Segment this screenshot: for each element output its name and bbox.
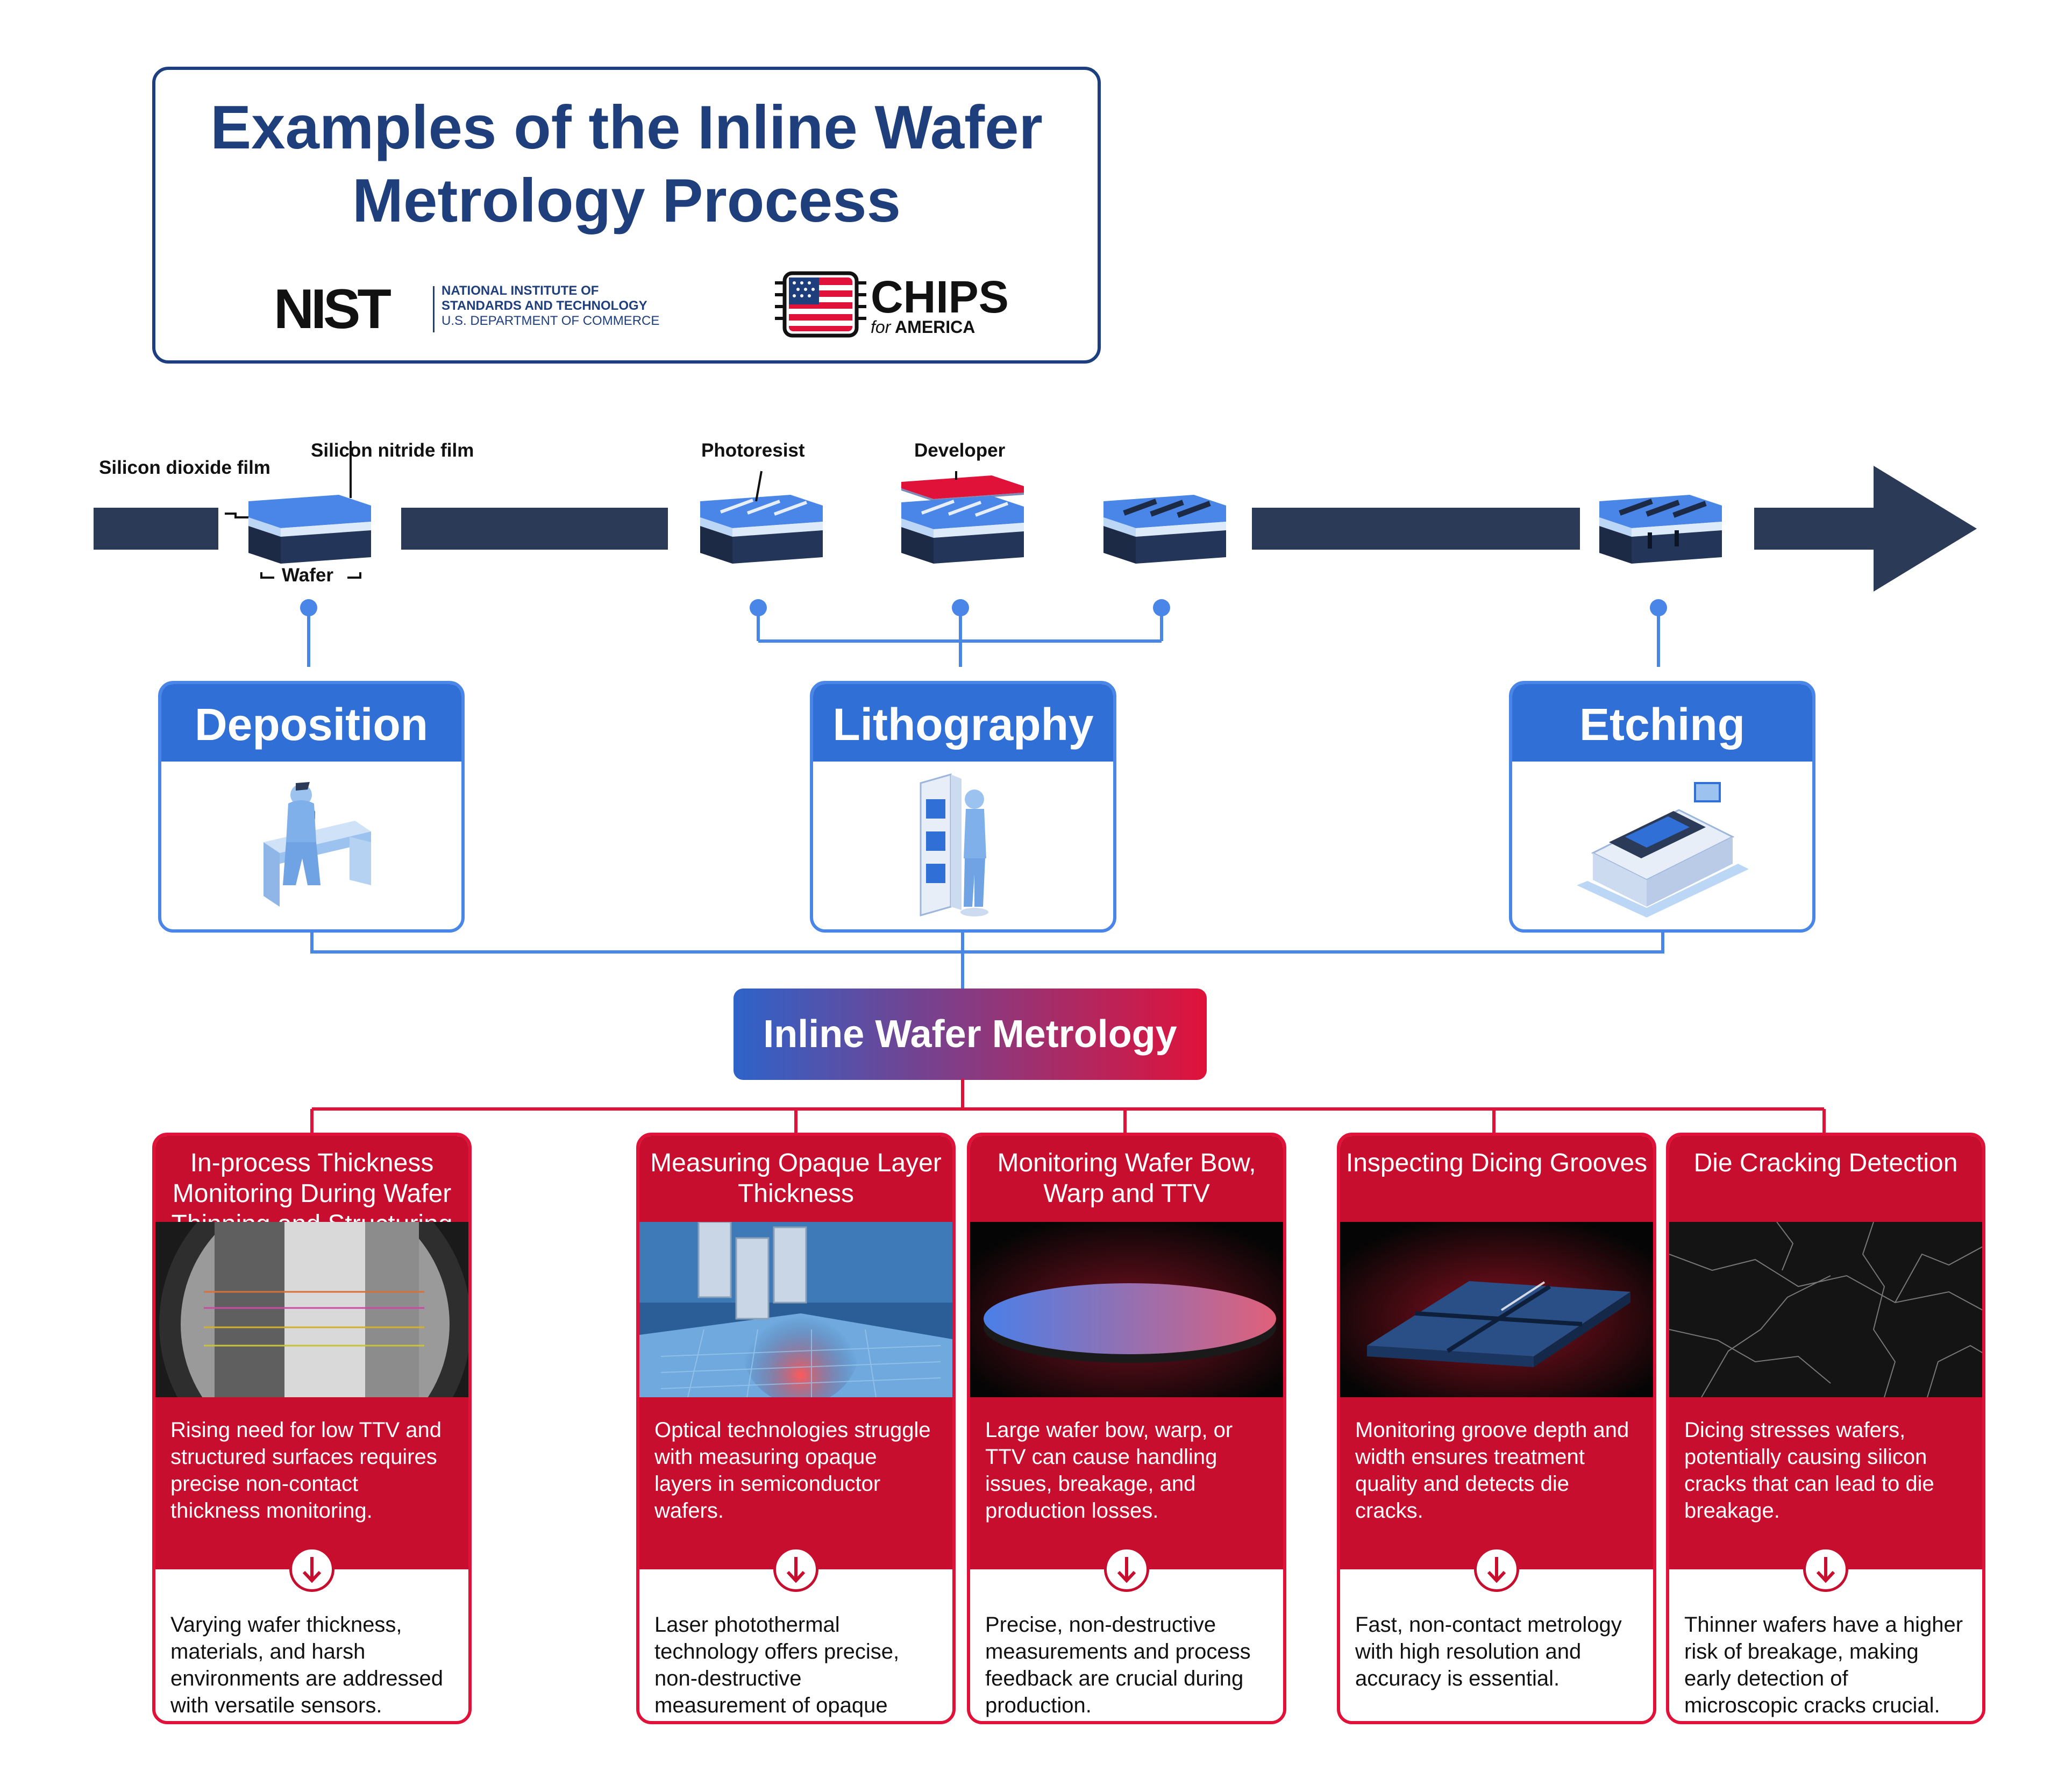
card-problem-text: Optical technologies struggle with measu… bbox=[639, 1397, 952, 1569]
card-solution-text: Laser photothermal technology offers pre… bbox=[639, 1569, 952, 1721]
label-silicon-nitride: Silicon nitride film bbox=[311, 440, 474, 461]
card-title: Die Cracking Detection bbox=[1669, 1136, 1982, 1222]
card-dicing-grooves: Inspecting Dicing Grooves Monitoring gro… bbox=[1337, 1133, 1656, 1724]
card-die-cracking: Die Cracking Detection Dicing stresses w… bbox=[1666, 1133, 1985, 1724]
wafer-developer-icon bbox=[901, 475, 1024, 564]
chips-wordmark: CHIPS bbox=[871, 272, 1009, 322]
card-problem-text: Large wafer bow, warp, or TTV can cause … bbox=[970, 1397, 1283, 1569]
nist-wordmark: NIST bbox=[274, 278, 391, 340]
stage-title: Lithography bbox=[813, 684, 1113, 762]
label-developer: Developer bbox=[914, 440, 1006, 461]
stage-etching: Etching bbox=[1509, 681, 1815, 933]
nist-line-3: U.S. DEPARTMENT OF COMMERCE bbox=[442, 314, 660, 328]
card-thickness-monitoring: In-process Thickness Monitoring During W… bbox=[152, 1133, 472, 1724]
card-image-microscope bbox=[639, 1222, 952, 1397]
inline-wafer-metrology-label: Inline Wafer Metrology bbox=[734, 989, 1207, 1080]
card-solution-text: Varying wafer thickness, materials, and … bbox=[155, 1569, 468, 1721]
label-photoresist: Photoresist bbox=[701, 440, 805, 461]
stage-connectors bbox=[310, 933, 1664, 989]
chips-logo: CHIPS for AMERICA bbox=[775, 271, 1009, 341]
wafer-deposition-icon bbox=[248, 495, 371, 564]
nist-divider bbox=[433, 286, 435, 332]
card-problem-text: Rising need for low TTV and structured s… bbox=[155, 1397, 468, 1569]
lithography-machine-icon bbox=[920, 773, 988, 916]
down-arrow-icon bbox=[1104, 1547, 1149, 1592]
chips-subtitle: for AMERICA bbox=[871, 317, 975, 337]
label-silicon-dioxide: Silicon dioxide film bbox=[99, 457, 270, 478]
card-image-cracked-surface bbox=[1669, 1222, 1982, 1397]
card-problem-text: Dicing stresses wafers, potentially caus… bbox=[1669, 1397, 1982, 1569]
down-arrow-icon bbox=[773, 1547, 818, 1592]
down-arrow-icon bbox=[1474, 1547, 1519, 1592]
card-title: Monitoring Wafer Bow, Warp and TTV bbox=[970, 1136, 1283, 1222]
nist-line-2: STANDARDS AND TECHNOLOGY bbox=[442, 298, 647, 313]
down-arrow-icon bbox=[1803, 1547, 1848, 1592]
card-problem-text: Monitoring groove depth and width ensure… bbox=[1340, 1397, 1653, 1569]
metrology-connectors bbox=[310, 1079, 1826, 1133]
card-title: Inspecting Dicing Grooves bbox=[1340, 1136, 1653, 1222]
card-title: In-process Thickness Monitoring During W… bbox=[155, 1136, 468, 1239]
nist-logo: NIST NATIONAL INSTITUTE OF STANDARDS AND… bbox=[274, 280, 661, 339]
label-wafer: Wafer bbox=[282, 565, 333, 586]
card-solution-text: Precise, non-destructive measurements an… bbox=[970, 1569, 1283, 1721]
page-title: Examples of the Inline Wafer Metrology P… bbox=[210, 94, 1043, 235]
stage-lithography: Lithography bbox=[810, 681, 1116, 933]
wafer-photoresist-icon bbox=[700, 495, 823, 564]
stage-deposition: Deposition bbox=[158, 681, 465, 933]
lab-worker-icon bbox=[264, 782, 371, 907]
card-wafer-bow: Monitoring Wafer Bow, Warp and TTV Large… bbox=[967, 1133, 1286, 1724]
stage-title: Deposition bbox=[161, 684, 461, 762]
down-arrow-icon bbox=[289, 1547, 334, 1592]
card-image-wafer-thinning bbox=[155, 1222, 468, 1397]
card-title: Measuring Opaque Layer Thickness bbox=[639, 1136, 952, 1222]
card-image-diced-die bbox=[1340, 1222, 1653, 1397]
title-box: Examples of the Inline Wafer Metrology P… bbox=[152, 67, 1101, 364]
card-solution-text: Fast, non-contact metrology with high re… bbox=[1340, 1569, 1653, 1721]
card-image-wafer-disc bbox=[970, 1222, 1283, 1397]
stage-title: Etching bbox=[1512, 684, 1812, 762]
card-opaque-layer: Measuring Opaque Layer Thickness Optical… bbox=[636, 1133, 956, 1724]
nist-line-1: NATIONAL INSTITUTE OF bbox=[442, 283, 599, 298]
wafer-etched-icon bbox=[1599, 495, 1722, 564]
process-flow-arrow bbox=[94, 441, 1977, 667]
card-solution-text: Thinner wafers have a higher risk of bre… bbox=[1669, 1569, 1982, 1721]
etching-machine-icon bbox=[1577, 782, 1749, 918]
us-flag-chip-icon bbox=[775, 271, 866, 338]
wafer-developed-icon bbox=[1103, 495, 1226, 564]
